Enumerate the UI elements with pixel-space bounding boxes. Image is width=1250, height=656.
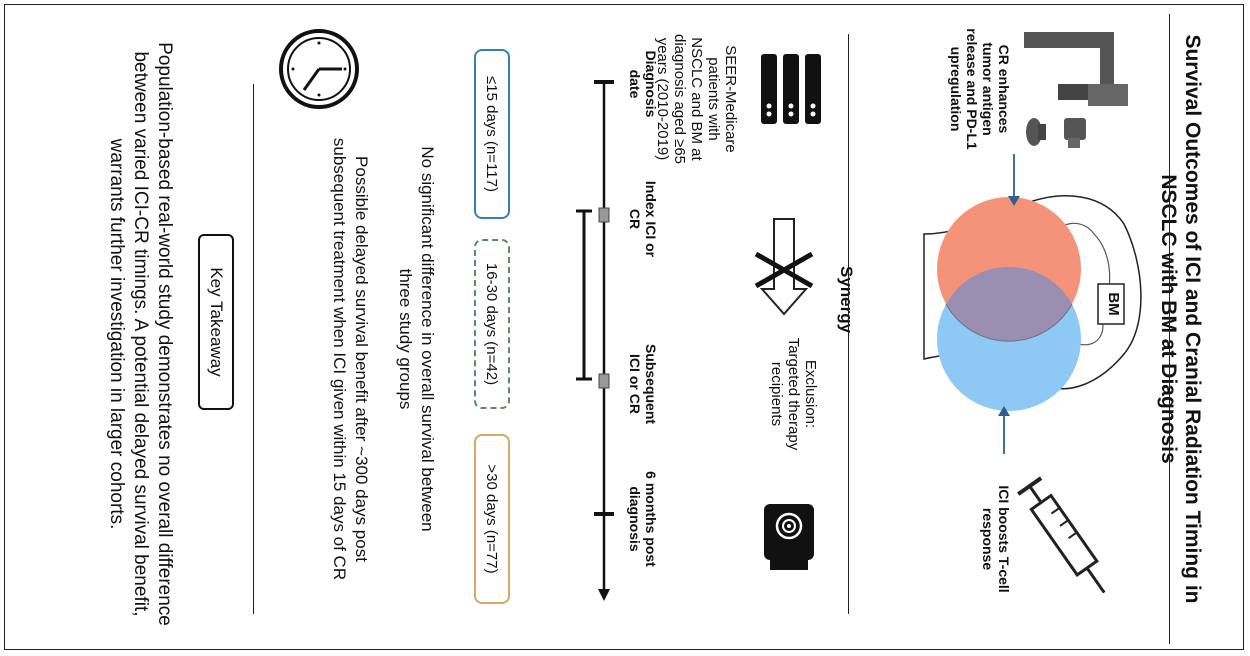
- group-le15: ≤15 days (n=117): [474, 49, 510, 219]
- cr-text: CR enhances tumor antigen release and PD…: [948, 28, 1012, 150]
- finding-delayed-benefit: Possible delayed survival benefit after …: [330, 137, 371, 581]
- timeline: [576, 80, 614, 601]
- cohort-description: SEER-Medicare patients with NSCLC and BM…: [654, 34, 739, 164]
- poster-frame: [4, 4, 1244, 650]
- synergy-divider: [848, 34, 849, 614]
- ici-text: ICI boosts T-cell response: [980, 485, 1012, 593]
- group-16-30: 16-30 days (n=42): [474, 239, 510, 409]
- synergy-label: Synergy: [837, 266, 856, 334]
- pill-bottle-target-icon: [764, 504, 814, 570]
- timeline-label-6months: 6 months post diagnosis: [627, 471, 659, 567]
- finding-no-difference: No significant difference in overall sur…: [396, 146, 437, 532]
- timeline-label-subsequent: Subsequent ICI or CR: [627, 343, 659, 425]
- timeline-label-diagnosis: Diagnosis date: [627, 50, 659, 118]
- findings-divider: [253, 84, 254, 614]
- exclusion-arrow-icon: [754, 218, 814, 316]
- group-gt30: >30 days (n=77): [474, 434, 510, 604]
- database-icon: [761, 54, 821, 124]
- timeline-label-index: Index ICI or CR: [627, 180, 659, 258]
- clock-icon: [279, 29, 359, 109]
- title-divider: [1169, 14, 1170, 644]
- microscope-icon: [1024, 32, 1128, 148]
- poster-canvas: Survival Outcomes of ICI and Cranial Rad…: [4, 4, 1244, 650]
- key-takeaway-text: Population-based real-world study demons…: [106, 42, 175, 626]
- syringe-icon: [1017, 476, 1106, 594]
- synergy-venn: [923, 154, 1142, 454]
- bm-label: BM: [1105, 292, 1122, 316]
- key-takeaway-label: Key Takeaway: [198, 234, 234, 410]
- page-title: Survival Outcomes of ICI and Cranial Rad…: [1157, 34, 1204, 604]
- overlap-region: [946, 266, 1072, 342]
- exclusion-text: Exclusion: Targeted therapy recipients: [768, 337, 819, 451]
